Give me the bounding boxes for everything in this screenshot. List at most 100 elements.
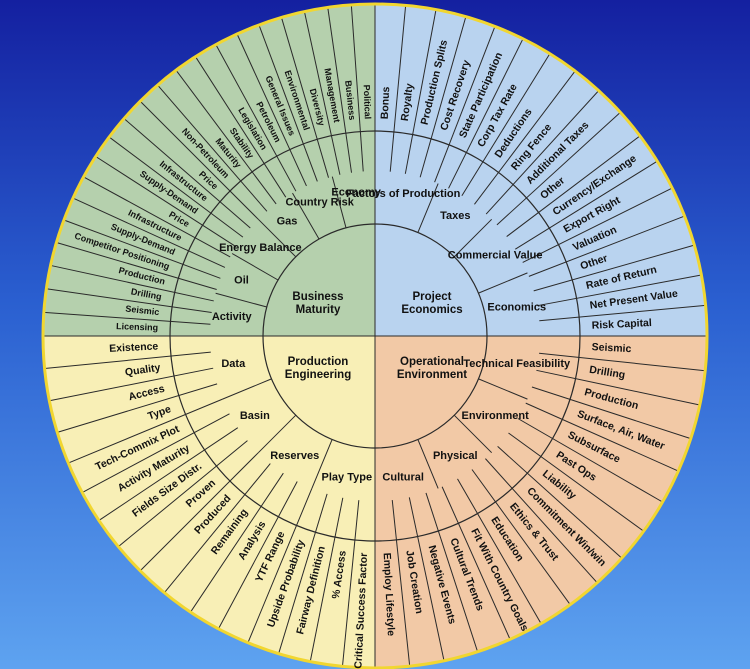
category-label: Activity: [212, 311, 253, 323]
spoke-line: [391, 500, 411, 667]
spoke-line: [408, 497, 445, 661]
spoke-line: [471, 469, 571, 605]
spoke-line: [236, 33, 307, 187]
spoke-line: [497, 446, 623, 559]
spoke-line: [247, 488, 313, 643]
spoke-line: [157, 84, 268, 212]
outer-rim: [41, 2, 709, 669]
spoke-line: [303, 11, 341, 175]
spoke-line: [448, 38, 524, 189]
spoke-line: [515, 160, 658, 250]
spoke-line: [139, 100, 259, 220]
outer-label: Licensing: [116, 321, 158, 332]
spoke-line: [531, 386, 691, 440]
spoke-line: [528, 215, 685, 277]
spoke-line: [485, 90, 600, 215]
spoke-line: [292, 192, 320, 240]
divider-lines: [41, 2, 709, 669]
spoke-line: [190, 472, 284, 613]
spoke-line: [108, 136, 244, 238]
spoke-line: [175, 69, 277, 205]
spoke-line: [278, 493, 328, 654]
spoke-line: [508, 432, 644, 532]
spoke-line: [280, 17, 329, 178]
category-label: Play Type: [322, 472, 373, 484]
spoke-line: [485, 458, 598, 584]
category-label: Commercial Value: [448, 250, 543, 262]
spoke-line: [68, 398, 223, 464]
spoke-line: [537, 274, 702, 307]
category-label: Gas: [277, 215, 298, 227]
spoke-line: [258, 24, 318, 182]
spoke-line: [441, 486, 511, 640]
spoke-line: [327, 7, 353, 173]
spoke-line: [419, 16, 467, 178]
spoke-line: [478, 378, 528, 400]
spoke-line: [311, 439, 333, 489]
spoke-line: [195, 56, 287, 198]
category-label: Cultural: [382, 472, 424, 484]
spoke-line: [453, 218, 493, 258]
spoke-line: [257, 218, 297, 258]
outer-label: Critical Success Factor: [352, 552, 370, 669]
spoke-line: [404, 9, 437, 174]
spoke-line: [341, 500, 360, 667]
spoke-line: [215, 292, 267, 308]
outer-label: Bonus: [379, 86, 393, 119]
spoke-line: [218, 481, 298, 630]
spoke-line: [46, 288, 212, 314]
spoke-line: [522, 187, 673, 263]
spoke-line: [461, 53, 551, 196]
spoke-line: [309, 497, 344, 662]
spoke-line: [331, 176, 347, 228]
category-label: Energy Balance: [219, 242, 302, 254]
outer-label: Employ Lifestyle: [381, 552, 397, 636]
spoke-line: [72, 197, 226, 268]
spoke-line: [49, 367, 214, 402]
outer-label: Existence: [109, 340, 159, 354]
spoke-line: [425, 492, 479, 652]
spoke-line: [457, 478, 542, 624]
category-label: Oil: [234, 275, 249, 287]
outer-label: Seismic: [591, 341, 631, 355]
outer-label: Political: [362, 84, 373, 119]
outer-label: Risk Capital: [591, 317, 652, 332]
spoke-line: [389, 5, 407, 172]
spoke-line: [417, 439, 439, 489]
outer-label: Business: [343, 80, 357, 121]
spoke-line: [56, 241, 217, 290]
spoke-line: [163, 463, 271, 593]
category-label: Taxes: [440, 210, 470, 222]
category-label: Reserves: [270, 450, 319, 462]
category-label: Country Risk: [285, 196, 354, 208]
spoke-line: [517, 418, 663, 503]
spoke-line: [139, 452, 259, 572]
spoke-line: [231, 253, 279, 281]
spoke-line: [44, 351, 211, 370]
spoke-line: [98, 427, 239, 521]
spoke-line: [57, 383, 218, 433]
spoke-line: [434, 26, 496, 183]
spoke-line: [539, 352, 706, 372]
category-label: Data: [221, 358, 246, 370]
spoke-line: [417, 183, 439, 233]
spoke-line: [539, 304, 706, 322]
spoke-line: [496, 111, 621, 226]
outer-label: Seismic: [125, 304, 160, 318]
category-label: Factors of Production: [346, 188, 461, 200]
category-label: Environment: [462, 410, 530, 422]
spoke-line: [474, 70, 576, 205]
spoke-line: [536, 369, 700, 406]
spoke-line: [350, 4, 364, 172]
spoke-line: [257, 414, 297, 454]
spoke-line: [215, 44, 297, 192]
spoke-line: [533, 244, 695, 292]
spoke-line: [478, 272, 528, 294]
spoke-line: [83, 176, 231, 258]
spoke-line: [43, 311, 211, 325]
